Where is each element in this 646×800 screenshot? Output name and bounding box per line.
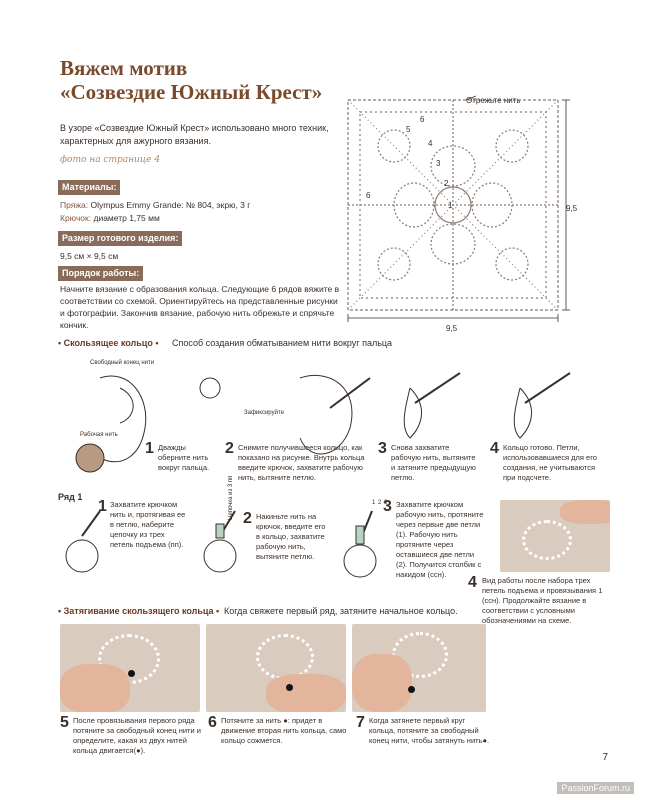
- slip-step-2-number: 2: [225, 440, 234, 458]
- yarn-ball: [76, 444, 104, 472]
- row-number-3: 3: [436, 159, 441, 168]
- mark-2: 2: [378, 500, 381, 506]
- row-number-6-left: 6: [366, 191, 371, 200]
- row-step-4-text: Вид работы после набора трех петель подъ…: [482, 576, 606, 626]
- tighten-step-6-text: Потяните за нить ●: придет в движение вт…: [221, 716, 347, 746]
- ring-b: [204, 540, 236, 572]
- dimension-right: 9,5: [566, 204, 577, 213]
- hand-7: [352, 654, 412, 712]
- photo-step-7: [352, 624, 486, 712]
- hook-2: [330, 378, 370, 408]
- size-value: 9,5 см × 9,5 см: [60, 250, 118, 262]
- crochet-chart: 6 5 4 3 2 1 6: [336, 86, 616, 346]
- photo-reference: фото на странице 4: [60, 155, 160, 165]
- slip-step-3-number: 3: [378, 440, 387, 458]
- yarn-wrap-1: [120, 388, 133, 423]
- hook-line: Крючок: диаметр 1,75 мм: [60, 212, 160, 224]
- row-number-5: 5: [406, 125, 411, 134]
- title-line-2: «Созвездие Южный Крест»: [60, 80, 350, 104]
- slip-step-4-number: 4: [490, 440, 499, 458]
- mark-1: 1: [372, 500, 375, 506]
- row-number-4: 4: [428, 139, 433, 148]
- row-step-4-number: 4: [468, 574, 477, 592]
- yarn-loop: [522, 520, 572, 560]
- row-step-3-text: Захватите крючком рабочую нить, протянит…: [396, 500, 486, 580]
- yarn-label: Пряжа:: [60, 200, 88, 210]
- slip-step-2-text: Снимите получившееся кольцо, как показан…: [238, 443, 366, 483]
- chart-svg: 6 5 4 3 2 1 6: [336, 86, 616, 346]
- tighten-step-7-number: 7: [356, 714, 365, 732]
- row-step-1-text: Захватите крючком нить и, протягивая ее …: [110, 500, 188, 550]
- tighten-desc: Когда свяжете первый ряд, затяните начал…: [224, 606, 458, 616]
- hook-label: Крючок:: [60, 213, 91, 223]
- marker-dot-6: [286, 684, 293, 691]
- tighten-step-5-number: 5: [60, 714, 69, 732]
- photo-step-6: [206, 624, 346, 712]
- title-line-1: Вяжем мотив: [60, 56, 350, 80]
- hook-4: [525, 373, 570, 403]
- row-number-2: 2: [444, 179, 449, 188]
- page-number: 7: [602, 752, 608, 763]
- ring-c: [344, 545, 376, 577]
- hand-6: [266, 674, 346, 712]
- row-number-6: 6: [420, 115, 425, 124]
- tighten-step-7-text: Когда затянете первый круг кольца, потян…: [369, 716, 491, 746]
- loop-3: [404, 388, 421, 438]
- yarn-value: Olympus Emmy Grande: № 804, экрю, 3 г: [91, 200, 251, 210]
- materials-header: Материалы:: [58, 180, 120, 195]
- hand-outline-1: [100, 376, 146, 462]
- row-number-1: 1: [448, 201, 453, 210]
- hook-3: [415, 373, 460, 403]
- slip-step-4-text: Кольцо готово. Петли, использовавшиеся д…: [503, 443, 603, 483]
- photo-row1-result: [500, 500, 610, 572]
- slip-ring-header: • Скользящее кольцо •: [58, 338, 158, 348]
- row-step-3-number: 3: [383, 498, 392, 516]
- loop-4: [514, 388, 531, 438]
- chain-c: [356, 526, 364, 544]
- free-end-label: Свободный конец нити: [90, 360, 154, 366]
- tighten-step-6-number: 6: [208, 714, 217, 732]
- hook-value: диаметр 1,75 мм: [93, 213, 159, 223]
- slip-step-1-text: Дважды оберните нить вокруг пальца.: [158, 443, 220, 473]
- cut-yarn-label: Отрежьте нить: [466, 96, 521, 105]
- intro-text: В узоре «Созвездие Южный Крест» использо…: [60, 122, 340, 148]
- size-header: Размер готового изделия:: [58, 231, 182, 246]
- ring-a: [66, 540, 98, 572]
- marker-dot-7: [408, 686, 415, 693]
- chain-label: Цепочка из 3 пп: [228, 476, 234, 520]
- slip-step-3-text: Снова захватите рабочую нить, вытяните и…: [391, 443, 479, 483]
- chain-b: [216, 524, 224, 538]
- procedure-header: Порядок работы:: [58, 266, 143, 281]
- hand-5: [60, 664, 130, 712]
- yarn-line: Пряжа: Olympus Emmy Grande: № 804, экрю,…: [60, 199, 250, 211]
- fingers: [560, 500, 610, 524]
- slip-ring-desc: Способ создания обматыванием нити вокруг…: [172, 338, 392, 348]
- dimension-bottom: 9,5: [446, 324, 457, 333]
- row-1-label: Ряд 1: [58, 492, 82, 502]
- tighten-header: • Затягивание скользящего кольца •: [58, 606, 219, 616]
- row-step-1-number: 1: [98, 498, 107, 516]
- row-step-2-text: Накиньте нить на крючок, введите его в к…: [256, 512, 328, 562]
- row-step-2-number: 2: [243, 510, 252, 528]
- marker-dot-5: [128, 670, 135, 677]
- procedure-text: Начните вязание с образования кольца. Сл…: [60, 283, 340, 331]
- watermark: PassionForum.ru: [557, 782, 634, 794]
- loop-fixed: [200, 378, 220, 398]
- tighten-step-5-text: После провязывания первого ряда потяните…: [73, 716, 201, 756]
- photo-step-5: [60, 624, 200, 712]
- slip-step-1-number: 1: [145, 440, 154, 458]
- page-title: Вяжем мотив «Созвездие Южный Крест»: [60, 56, 350, 104]
